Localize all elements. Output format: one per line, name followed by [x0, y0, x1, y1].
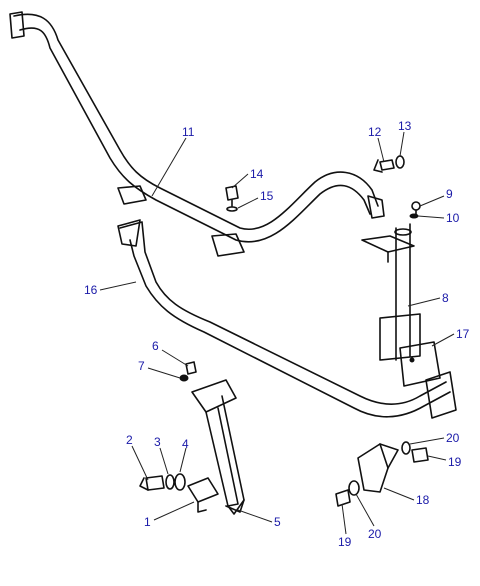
callout-10: 10: [446, 211, 460, 225]
fastener-20-washer-right: [401, 441, 411, 455]
fastener-15-washer: [226, 206, 238, 212]
callout-4: 4: [182, 437, 189, 451]
callout-20-lower: 20: [368, 527, 382, 541]
callout-1: 1: [144, 515, 151, 529]
part-11-upper-rail: [9, 11, 385, 257]
part-8-upright-post: [361, 223, 421, 361]
part-18-bracket: [357, 443, 399, 493]
part-1-bracket: [187, 477, 219, 513]
callout-9: 9: [446, 187, 453, 201]
callout-14: 14: [250, 167, 264, 181]
callout-13: 13: [398, 119, 412, 133]
callout-16: 16: [84, 283, 98, 297]
fastener-2-bolt: [139, 475, 165, 491]
callout-3: 3: [154, 435, 161, 449]
fastener-19-bolt-right: [411, 447, 429, 463]
callout-19-right: 19: [448, 455, 462, 469]
leader-lines: [99, 131, 455, 535]
fastener-14-bolt: [225, 185, 239, 207]
callout-7: 7: [138, 359, 145, 373]
callout-12: 12: [368, 125, 382, 139]
fastener-12-bolt: [373, 159, 395, 173]
fastener-6-bolt: [185, 361, 197, 375]
part-17-post-bracket: [399, 341, 441, 387]
part-16-lower-rail: [117, 219, 457, 419]
fastener-3-washer: [165, 474, 175, 490]
callout-5: 5: [274, 515, 281, 529]
callout-2: 2: [126, 433, 133, 447]
callouts: 11 12 13 14 15 9 10 16 8 17 6 7 2 3 4 20…: [84, 119, 470, 549]
fastener-4-nut: [174, 473, 186, 491]
fastener-9-bolt: [411, 201, 421, 215]
callout-6: 6: [152, 339, 159, 353]
callout-17: 17: [456, 327, 470, 341]
fastener-20-washer-lower: [348, 480, 360, 496]
fastener-13-washer: [395, 155, 405, 169]
callout-18: 18: [416, 493, 430, 507]
callout-19-lower: 19: [338, 535, 352, 549]
callout-20-right: 20: [446, 431, 460, 445]
callout-15: 15: [260, 189, 274, 203]
callout-8: 8: [442, 291, 449, 305]
fastener-10-washer: [409, 213, 419, 219]
fastener-19-bolt-lower: [335, 489, 351, 507]
part-5-strut: [191, 379, 245, 515]
fastener-7-washer: [179, 374, 189, 382]
callout-11: 11: [182, 125, 195, 139]
